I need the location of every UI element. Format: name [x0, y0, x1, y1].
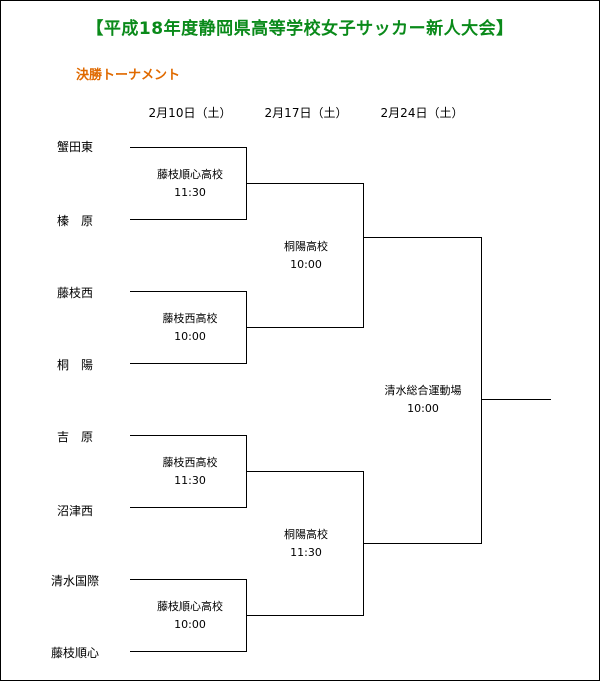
round1-match-4: 藤枝順心高校 10:00	[130, 598, 250, 634]
bracket-line	[481, 399, 551, 400]
match-venue: 藤枝西高校	[162, 456, 218, 469]
round1-match-1: 藤枝順心高校 11:30	[130, 166, 250, 202]
round2-match-2: 桐陽高校 11:30	[246, 526, 366, 562]
bracket-line	[246, 183, 364, 184]
match-time: 10:00	[174, 330, 206, 343]
round1-match-2: 藤枝西高校 10:00	[130, 310, 250, 346]
page-title: 【平成18年度静岡県高等学校女子サッカー新人大会】	[86, 19, 514, 39]
bracket-line	[130, 219, 247, 220]
match-venue: 桐陽高校	[284, 528, 328, 541]
bracket-line	[246, 327, 364, 328]
match-venue: 桐陽高校	[284, 240, 328, 253]
team-7: 清水国際	[50, 574, 99, 588]
team-6: 沼津西	[56, 504, 93, 518]
section-subtitle: 決勝トーナメント	[76, 68, 181, 83]
bracket-line	[246, 615, 364, 616]
match-venue: 藤枝順心高校	[157, 168, 223, 181]
bracket-line	[481, 237, 482, 544]
round2-match-1: 桐陽高校 10:00	[246, 238, 366, 274]
team-3: 藤枝西	[56, 286, 93, 300]
team-4: 桐 陽	[56, 358, 93, 372]
team-2: 榛 原	[56, 214, 93, 228]
team-1: 蟹田東	[56, 140, 93, 154]
match-venue: 清水総合運動場	[384, 384, 462, 397]
match-time: 11:30	[174, 186, 206, 199]
bracket-line	[130, 147, 247, 148]
bracket-line	[130, 435, 247, 436]
round2-date: 2月17日（土）	[264, 106, 348, 120]
bracket-line	[246, 471, 364, 472]
match-time: 11:30	[174, 474, 206, 487]
bracket-line	[130, 507, 247, 508]
round1-match-3: 藤枝西高校 11:30	[130, 454, 250, 490]
bracket-line	[363, 183, 364, 328]
match-time: 10:00	[174, 618, 206, 631]
team-8: 藤枝順心	[50, 646, 99, 660]
team-5: 吉 原	[56, 430, 93, 444]
final-match: 清水総合運動場 10:00	[363, 382, 483, 418]
match-venue: 藤枝西高校	[162, 312, 218, 325]
bracket-line	[130, 363, 247, 364]
bracket-line	[130, 651, 247, 652]
match-time: 11:30	[290, 546, 322, 559]
final-date: 2月24日（土）	[380, 106, 464, 120]
match-venue: 藤枝順心高校	[157, 600, 223, 613]
bracket-line	[363, 237, 482, 238]
match-time: 10:00	[290, 258, 322, 271]
round1-date: 2月10日（土）	[148, 106, 232, 120]
match-time: 10:00	[407, 402, 439, 415]
bracket-line	[363, 543, 482, 544]
bracket-line	[130, 291, 247, 292]
bracket-line	[130, 579, 247, 580]
